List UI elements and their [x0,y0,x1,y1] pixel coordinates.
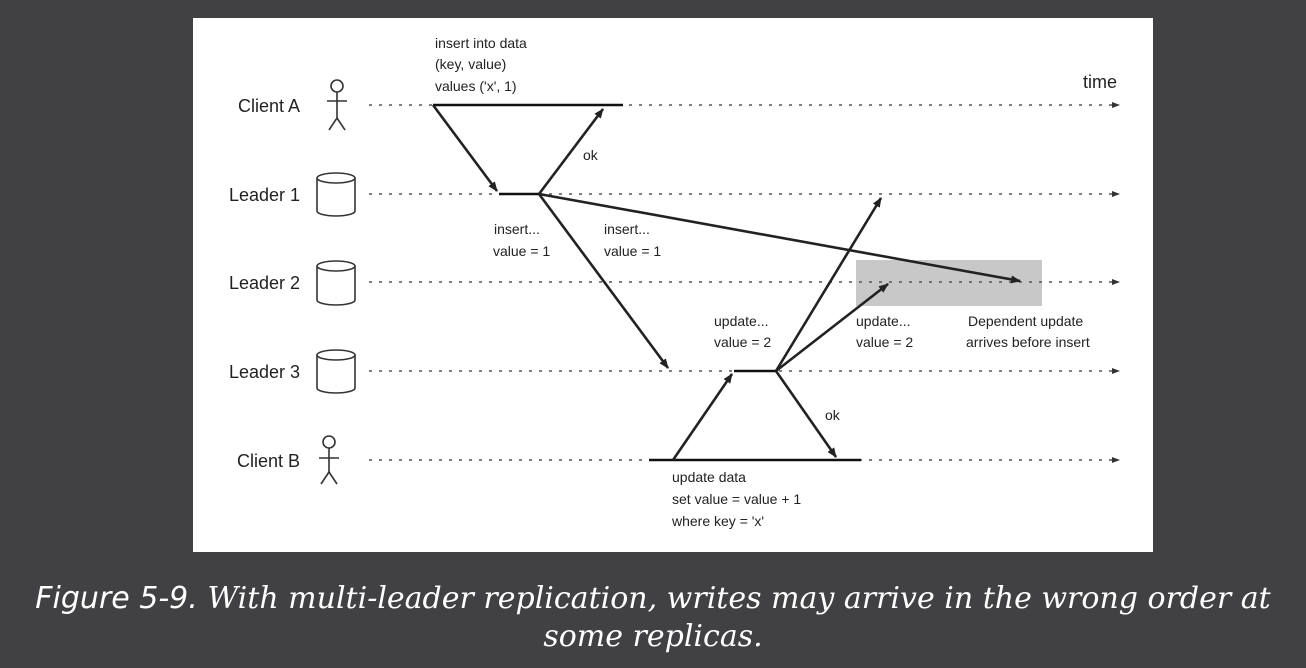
lane-label-leader-3: Leader 3 [229,362,300,382]
client-b-query: update data set value = value + 1 where … [671,469,805,529]
lane-label-leader-1: Leader 1 [229,185,300,205]
dependent-update-note: Dependent update arrives before insert [966,313,1090,350]
figure-caption-text: With multi-leader replication, writes ma… [207,581,1271,654]
replication-diagram: time Client A Leader 1 Leader 2 Leader 3… [229,35,1120,529]
ok-label-client-b: ok [825,407,841,423]
client-b-person-icon [319,435,339,485]
insert-ok-arrow [537,108,605,195]
insert-leader-2-label: insert... value = 1 [493,221,550,259]
client-a-person-icon [327,79,347,131]
update-replication-leader-2-arrow [775,282,889,373]
leader-2-database-icon [316,260,356,306]
client-a-query: insert into data (key, value) values ('x… [435,35,531,94]
update-replication-leader-1-arrow [774,197,883,372]
ok-label-client-a: ok [583,147,599,163]
lane-label-leader-2: Leader 2 [229,273,300,293]
leader-3-database-icon [316,349,356,394]
update-request-arrow [671,373,734,461]
lane-label-client-b: Client B [237,451,300,471]
leader-1-database-icon [316,172,356,217]
update-leader-2-label: update... value = 2 [856,313,914,350]
insert-replication-leader-3-arrow [537,193,670,369]
insert-replication-leader-2-arrow [538,192,1021,284]
figure-caption: Figure 5-9. With multi-leader replicatio… [0,580,1306,656]
time-axis-label: time [1083,72,1117,92]
update-leader-1-label: update... value = 2 [714,313,772,350]
figure-panel: time Client A Leader 1 Leader 2 Leader 3… [193,18,1153,552]
insert-request-arrow [431,104,499,192]
update-ok-arrow [774,370,838,458]
figure-number: Figure 5-9. [35,581,198,616]
insert-leader-3-label: insert... value = 1 [604,221,661,259]
lane-label-client-a: Client A [238,96,300,116]
